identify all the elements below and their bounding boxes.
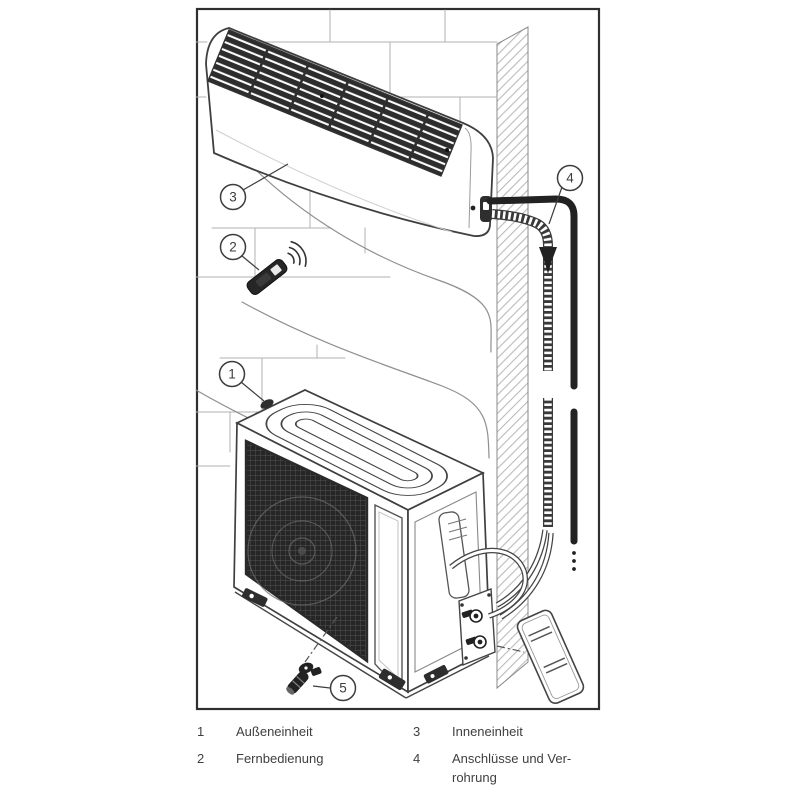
remote-buttons [255, 272, 272, 287]
callout-3-number: 3 [229, 190, 237, 205]
fan-icon [247, 496, 357, 606]
grille-dividers [246, 45, 431, 164]
callouts: 1 2 3 4 5 [218, 163, 584, 702]
callout-4-number: 4 [566, 171, 574, 186]
legend-label: Fernbedienung [236, 751, 324, 766]
outdoor-fan-grille [244, 439, 369, 664]
assembly-guide-lines [304, 616, 525, 663]
drain-elbow-illustration [286, 662, 322, 695]
callout-5: 5 [312, 674, 357, 702]
wall-section-hatch [496, 26, 529, 690]
power-cable [486, 195, 578, 545]
callout-1-number: 1 [228, 367, 236, 382]
grille-screw [320, 94, 324, 98]
legend-item-3: 3 Inneneinheit [413, 722, 602, 741]
grille-screw [445, 148, 449, 152]
legend-label: Anschlüsse und Ver- rohrung [452, 751, 572, 785]
indoor-unit-grille [207, 29, 463, 177]
legend-number: 1 [197, 724, 205, 739]
indoor-unit-illustration [205, 27, 494, 237]
corrugated-hose [491, 209, 553, 527]
legend-number: 2 [197, 751, 205, 766]
valve-connection-box [458, 588, 496, 667]
legend-item-4: 4 Anschlüsse und Ver- rohrung [413, 749, 602, 787]
callout-5-number: 5 [339, 681, 347, 696]
cable-continuation-dots [572, 551, 576, 571]
hose-clamp [539, 247, 557, 274]
callout-2-number: 2 [229, 240, 237, 255]
remote-control-illustration [246, 240, 307, 295]
legend-number: 3 [413, 724, 421, 739]
outdoor-unit-top-ribs [265, 404, 448, 496]
remote-display [270, 264, 282, 276]
piping-illustration [449, 195, 578, 620]
indoor-unit-endcap-line [464, 127, 472, 229]
pipe-cover-plate [516, 609, 585, 704]
refrigerant-tubes [449, 529, 554, 620]
legend-number: 4 [413, 751, 421, 766]
service-valves [461, 609, 487, 649]
pipe-outlet-slot [483, 202, 489, 210]
callout-2: 2 [219, 233, 260, 271]
callout-3: 3 [219, 163, 289, 211]
callout-1: 1 [218, 360, 265, 402]
side-vent [438, 511, 470, 599]
callout-4: 4 [548, 164, 584, 225]
legend-label: Inneneinheit [452, 724, 523, 739]
signal-waves-icon [287, 240, 307, 267]
base-rail [234, 591, 490, 699]
legend-item-2: 2 Fernbedienung [197, 749, 386, 768]
legend-label: Außeneinheit [236, 724, 313, 739]
indoor-unit-shade-line [215, 129, 453, 233]
top-panel-hinge [260, 399, 274, 409]
legend-item-1: 1 Außeneinheit [197, 722, 386, 741]
indoor-unit-screw [470, 205, 476, 211]
outdoor-unit-illustration [233, 389, 496, 699]
unit-feet [242, 588, 449, 691]
